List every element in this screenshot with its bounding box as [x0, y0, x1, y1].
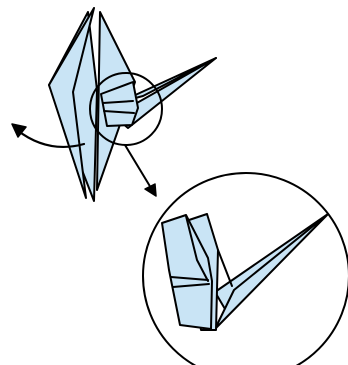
zoom-arrow-shaft — [125, 145, 151, 188]
folded-model — [49, 8, 216, 201]
zoom-arrow-head — [145, 184, 156, 196]
zoom-arrow-icon — [125, 145, 156, 196]
zoomed-model-detail — [162, 214, 328, 330]
zoomed-wing-edge — [218, 250, 232, 286]
zoomed-neck-tail-front — [215, 214, 328, 329]
